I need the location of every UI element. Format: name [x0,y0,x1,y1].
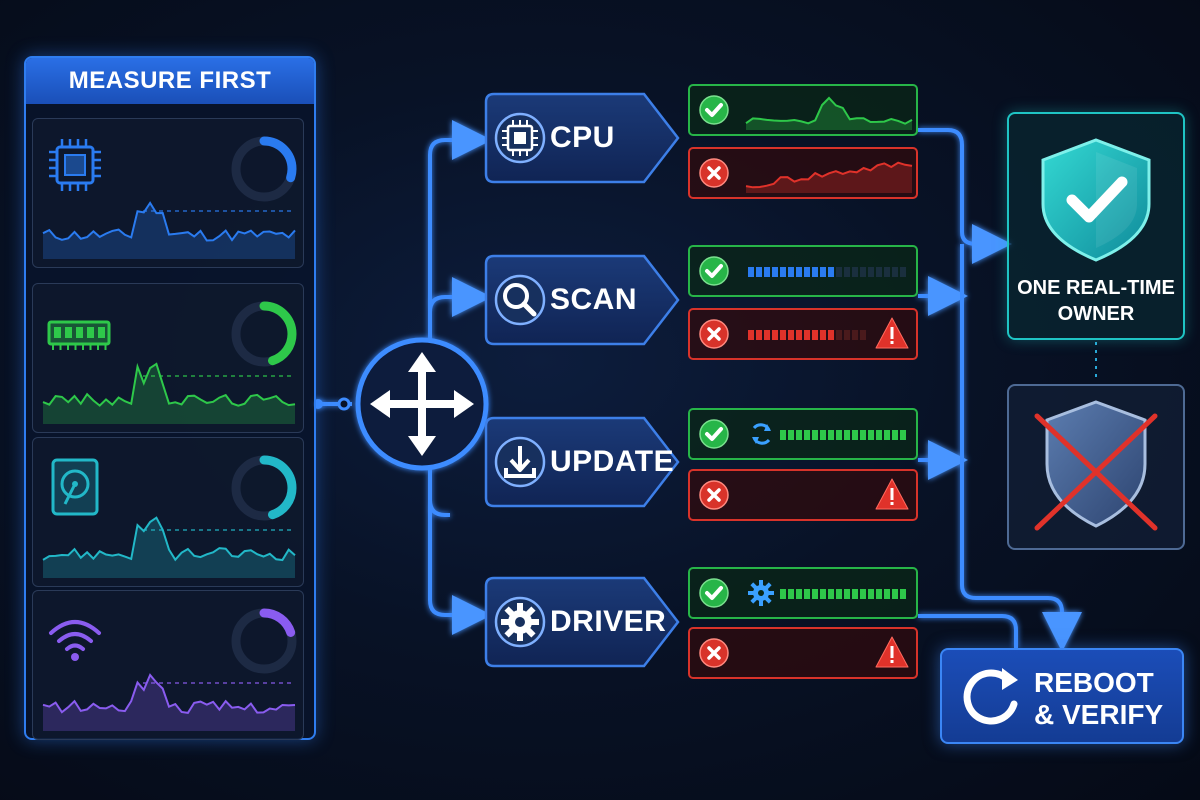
gauge-arc [231,301,297,367]
connector-node [337,397,351,411]
metric-card-graphic [42,136,297,259]
check-circle-icon [699,578,729,608]
gauge-arc [231,136,297,202]
sparkline [42,673,296,714]
reboot-label-line2: & VERIFY [1034,699,1164,730]
result-pass-row [688,567,918,619]
step-label: UPDATE [550,445,675,478]
result-fail-row [688,627,918,679]
result-pass-row [688,84,918,136]
metric-card-graphic [42,608,297,731]
move-arrows-icon [370,352,474,456]
sparkline [42,201,296,242]
magnifier-icon [494,274,546,326]
connector-cpu-owner [918,128,1012,264]
progress-bar [748,330,866,340]
sync-arrows-icon [752,423,771,445]
result-pass-row [688,245,918,297]
result-fail-row [688,308,918,360]
reboot-label-line1: REBOOT [1034,667,1154,698]
result-pass-graphic [699,419,906,449]
step-update[interactable]: UPDATE [484,416,682,508]
progress-bar [748,267,906,277]
panel-title: MEASURE FIRST [26,58,314,104]
metric-card [32,437,304,587]
result-pass-graphic [699,95,913,130]
metric-card [32,590,304,740]
sparkline-area [43,675,295,731]
sparkline [42,516,296,562]
memory-module-icon [47,320,111,350]
gear-icon [748,580,774,606]
metric-card [32,118,304,268]
refresh-icon [963,668,1018,725]
sparkline [42,362,296,407]
progress-bar [780,589,906,599]
processor-icon [494,112,546,164]
gear-icon [494,596,546,648]
x-circle-icon [699,638,729,668]
reboot-verify-panel[interactable]: REBOOT & VERIFY [940,648,1184,744]
step-shape [484,92,680,184]
shield-crossed-icon [1034,400,1158,531]
x-circle-icon [699,158,729,188]
connector-hub-cpu [428,120,492,345]
sparkline-area [43,517,295,578]
warning-triangle-icon [875,636,909,668]
metric-card-graphic [42,301,297,424]
metric-card-graphic [42,455,297,578]
wifi-icon [49,620,101,661]
metric-card [32,283,304,433]
shield-check-icon [1041,138,1151,262]
connector-driver-reboot [918,614,1018,648]
result-fail-graphic [699,478,909,510]
sparkline-area [43,363,295,424]
x-circle-icon [699,319,729,349]
sparkline-area [746,162,912,193]
owner-label-line1: ONE REAL-TIME [1017,277,1175,299]
result-pass-row [688,408,918,460]
cpu-chip-icon [49,139,101,191]
progress-bar [780,430,906,440]
result-fail-graphic [699,636,909,668]
hard-drive-icon [51,458,99,516]
sparkline [745,96,913,125]
gauge-arc [231,608,297,674]
step-shape [484,576,680,668]
step-label: CPU [550,121,615,154]
sparkline [745,161,913,189]
step-shape [484,416,680,508]
gauge-arc [231,455,297,521]
result-pass-graphic [699,256,906,286]
warning-triangle-icon [875,317,909,349]
check-circle-icon [699,419,729,449]
result-fail-graphic [699,158,913,193]
real-time-owner-panel: ONE REAL-TIME OWNER [1007,112,1185,340]
result-fail-row [688,469,918,521]
step-cpu[interactable]: CPU [484,92,682,184]
disabled-protection-panel [1007,384,1185,550]
connector-hub-driver [428,465,492,635]
step-driver[interactable]: DRIVER [484,576,682,668]
step-shape [484,254,680,346]
result-fail-graphic [699,317,909,349]
step-label: SCAN [550,283,638,316]
connector-trunk-reboot [960,244,1082,652]
sparkline-area [43,203,295,259]
download-icon [494,436,546,488]
check-circle-icon [699,95,729,125]
warning-triangle-icon [875,478,909,510]
result-fail-row [688,147,918,199]
x-circle-icon [699,480,729,510]
step-label: DRIVER [550,605,667,638]
result-pass-graphic [699,578,906,608]
step-scan[interactable]: SCAN [484,254,682,346]
owner-label-line2: OWNER [1057,303,1135,325]
sparkline-area [746,98,912,130]
connector-hub-update [428,465,450,517]
connector-hub-scan [428,277,492,340]
check-circle-icon [699,256,729,286]
